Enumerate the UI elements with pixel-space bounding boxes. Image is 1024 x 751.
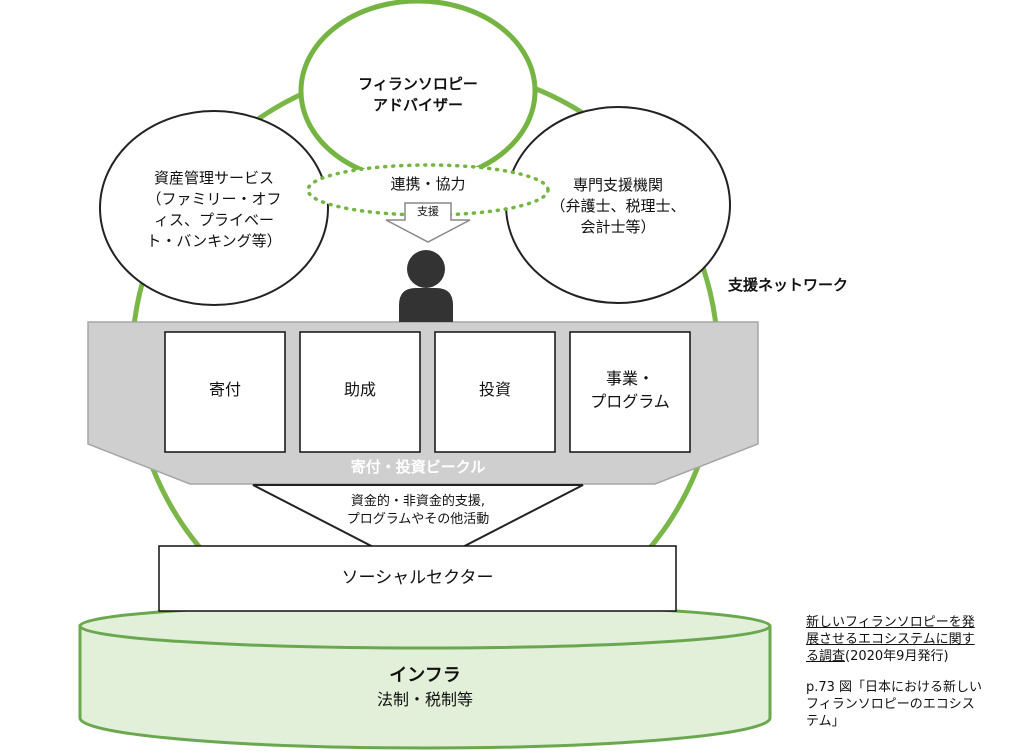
collaboration-label: 連携・協力 (390, 175, 466, 193)
infra-title: インフラ (389, 665, 461, 686)
asset-services-line1: 資産管理サービス (153, 169, 274, 187)
citation: 新しいフィランソロピーを発 展させるエコシステムに関す る調査(2020年9月発… (806, 614, 1018, 730)
asset-services-label: 資産管理サービス （ファミリー・オフ ィス、プライベー ト・バンキング等） (124, 168, 304, 252)
support-arrow-label: 支援 (417, 205, 439, 218)
asset-services-line2: （ファミリー・オフ (146, 190, 282, 208)
citation-date: (2020年9月発行) (845, 649, 949, 664)
box-toshi (434, 331, 556, 453)
box-jigyo-line2: プログラム (590, 392, 670, 411)
professional-line3: 会計士等） (580, 218, 656, 236)
box-kifu (164, 331, 286, 453)
citation-ref-line2: フィランソロピーのエコシス (806, 697, 975, 712)
citation-link[interactable]: 新しいフィランソロピーを発 展させるエコシステムに関す る調査(2020年9月発… (806, 614, 1018, 665)
box-toshi-label: 投資 (478, 380, 511, 399)
funnel-text-line1: 資金的・非資金的支援, (350, 494, 486, 509)
asset-services-line3: ィス、プライベー (153, 211, 274, 229)
support-arrow-icon (385, 202, 471, 243)
funnel-text-line2: プログラムやその他活動 (346, 512, 490, 527)
box-josei-label: 助成 (343, 380, 376, 399)
citation-ref-line1: p.73 図「日本における新しい (806, 680, 983, 695)
asset-services-circle (99, 110, 329, 306)
advisor-label-line2: アドバイザー (372, 96, 463, 114)
advisor-label: フィランソロピー アドバイザー (318, 74, 518, 116)
citation-ref-line3: テム」 (806, 714, 845, 729)
social-sector-box (158, 545, 677, 612)
citation-link-line1[interactable]: 新しいフィランソロピーを発 (806, 615, 975, 630)
box-kifu-label: 寄付 (208, 380, 241, 399)
network-label: 支援ネットワーク (728, 276, 849, 294)
box-jigyo-label: 事業・ プログラム (570, 367, 690, 413)
citation-link-line2[interactable]: 展させるエコシステムに関す (806, 632, 975, 647)
social-sector-label: ソーシャルセクター (341, 568, 494, 588)
infra-subtitle: 法制・税制等 (376, 690, 473, 709)
advisor-label-line1: フィランソロピー (358, 75, 478, 93)
professional-label: 専門支援機関 （弁護士、税理士、 会計士等） (528, 175, 708, 238)
box-jigyo-line1: 事業・ (605, 369, 654, 388)
box-josei (299, 331, 421, 453)
support-funnel (252, 484, 584, 572)
asset-services-line4: ト・バンキング等） (146, 232, 282, 250)
person-icon (399, 250, 453, 322)
professional-line2: （弁護士、税理士、 (550, 197, 686, 215)
vehicle-label: 寄付・投資ビークル (350, 458, 486, 476)
infra-cylinder-body (78, 624, 772, 750)
funnel-text: 資金的・非資金的支援, プログラムやその他活動 (318, 493, 518, 529)
professional-line1: 専門支援機関 (572, 176, 663, 194)
box-jigyo (569, 331, 691, 453)
citation-link-line3[interactable]: る調査 (806, 649, 846, 664)
